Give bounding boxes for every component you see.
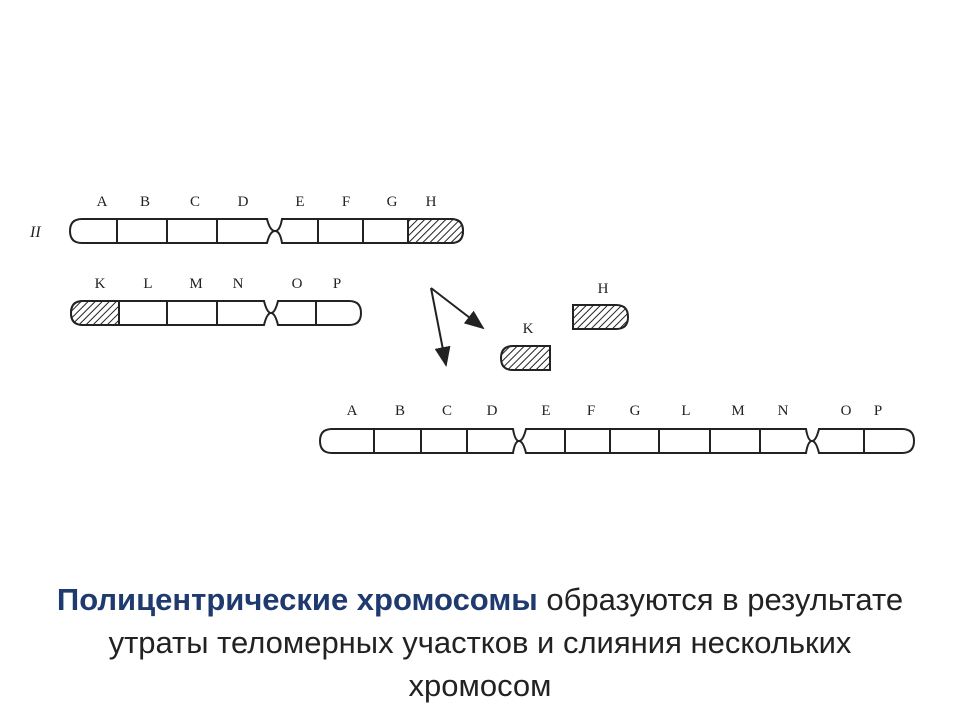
telomere-region-k (69, 300, 120, 326)
fused-chromosome-label: L (681, 403, 690, 419)
fused-chromosome-label: A (347, 403, 358, 419)
fused-chromosome-label: D (487, 403, 498, 419)
lost-fragment-k (499, 345, 551, 371)
chromosome-2 (69, 300, 363, 326)
fused-chromosome-label: O (841, 403, 852, 419)
fragment-h-label: H (598, 281, 609, 297)
fused-polycentric-chromosome (318, 428, 916, 454)
chromosome-2-label: O (292, 276, 303, 292)
telomere-region-h (407, 218, 465, 244)
chromosome-2-label: L (143, 276, 152, 292)
caption-text: образуются в результате утраты теломерны… (108, 582, 904, 703)
chromosome-1-label: G (387, 194, 398, 210)
fused-chromosome-label: C (442, 403, 452, 419)
fused-chromosome-label: P (874, 403, 882, 419)
caption: Полицентрические хромосомы образуются в … (40, 578, 920, 707)
chromosome-1-label: E (295, 194, 304, 210)
chromosome-2-label: N (233, 276, 244, 292)
fused-chromosome-label: G (630, 403, 641, 419)
fragment-k-label: K (523, 321, 534, 337)
lost-fragment-h (572, 304, 630, 330)
arrow-to-fragments (430, 287, 485, 330)
roman-numeral-label: II (29, 224, 41, 241)
chromosome-1-label: H (426, 194, 437, 210)
chromosome-1-label: A (97, 194, 108, 210)
chromosome-fusion-diagram: II A B C D E F G H K L M N O P H K (29, 194, 916, 454)
fused-chromosome-label: N (778, 403, 789, 419)
fused-chromosome-label: B (395, 403, 405, 419)
chromosome-2-label: P (333, 276, 341, 292)
chromosome-1-label: B (140, 194, 150, 210)
chromosome-1-label: C (190, 194, 200, 210)
fused-chromosome-label: E (541, 403, 550, 419)
chromosome-1 (68, 218, 465, 244)
caption-highlight: Полицентрические хромосомы (56, 582, 538, 617)
arrow-to-fused-chromosome (430, 287, 451, 367)
chromosome-1-label: D (238, 194, 249, 210)
chromosome-2-label: M (189, 276, 202, 292)
chromosome-1-label: F (342, 194, 350, 210)
fused-chromosome-label: F (587, 403, 595, 419)
fused-chromosome-label: M (731, 403, 744, 419)
chromosome-2-label: K (95, 276, 106, 292)
